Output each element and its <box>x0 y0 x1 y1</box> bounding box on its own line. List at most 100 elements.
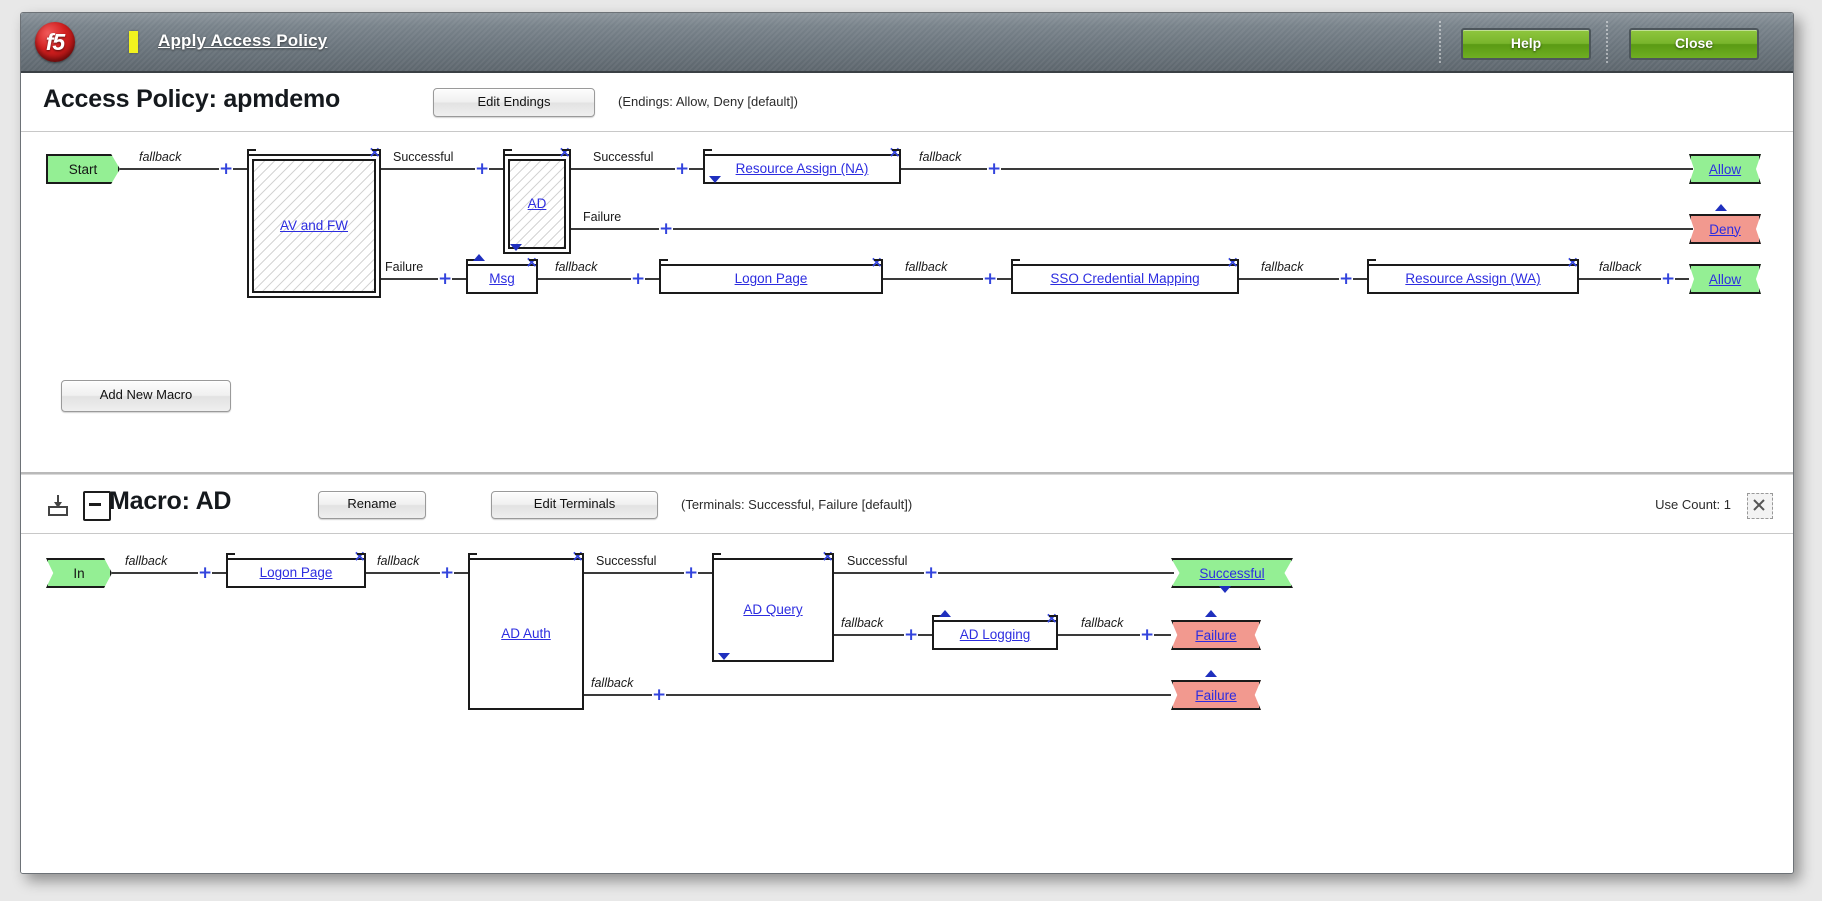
add-branch-plus[interactable]: + <box>652 685 667 705</box>
apply-access-policy-link[interactable]: Apply Access Policy <box>158 31 328 50</box>
add-branch-plus[interactable]: + <box>1661 269 1676 289</box>
close-icon[interactable]: × <box>353 547 366 565</box>
close-icon[interactable]: × <box>1566 253 1579 271</box>
add-branch-plus[interactable]: + <box>987 159 1002 179</box>
wire-sso-ranW <box>1239 278 1339 280</box>
node-label: Resource Assign (NA) <box>735 161 869 177</box>
close-icon[interactable]: × <box>1226 253 1239 271</box>
branch-label-fallback: fallback <box>1081 616 1124 630</box>
node-label: AD Auth <box>501 626 551 642</box>
start-node[interactable]: Start <box>46 154 120 184</box>
close-icon[interactable]: × <box>571 547 584 565</box>
endings-note: (Endings: Allow, Deny [default]) <box>618 94 798 109</box>
add-new-macro-button[interactable]: Add New Macro <box>61 380 231 412</box>
node-sso-credential-mapping[interactable]: × SSO Credential Mapping <box>1011 255 1239 294</box>
terminal-label: Failure <box>1195 687 1237 703</box>
wire-long-deny <box>673 228 1693 230</box>
wire-plus-msg <box>452 278 466 280</box>
export-macro-icon[interactable] <box>45 493 71 517</box>
close-icon[interactable]: × <box>525 253 538 271</box>
delete-macro-icon[interactable] <box>1747 493 1773 519</box>
ending-allow-2[interactable]: Allow <box>1689 264 1761 294</box>
ending-allow-1[interactable]: Allow <box>1689 154 1761 184</box>
wire-adauth-failure <box>584 694 652 696</box>
add-branch-plus[interactable]: + <box>438 269 453 289</box>
collapse-macro-icon[interactable] <box>83 491 111 521</box>
node-label: Msg <box>489 271 515 287</box>
branch-label-fallback: fallback <box>139 150 182 164</box>
node-resource-assign-na[interactable]: × Resource Assign (NA) <box>703 145 901 184</box>
wire-avfw-msg <box>381 278 438 280</box>
node-label: Logon Page <box>259 565 333 581</box>
wire-plus-adquery <box>698 572 712 574</box>
wire-logon-adauth <box>366 572 440 574</box>
yellow-accent-bar <box>129 31 138 53</box>
close-icon[interactable]: × <box>558 143 571 161</box>
add-branch-plus[interactable]: + <box>475 159 490 179</box>
edit-terminals-button[interactable]: Edit Terminals <box>491 491 658 519</box>
branch-label-fallback: fallback <box>125 554 168 568</box>
branch-label-failure: Failure <box>583 210 622 224</box>
macro-in-node[interactable]: In <box>46 558 112 588</box>
wire-ad-ranA <box>571 168 675 170</box>
node-ad-logging[interactable]: × AD Logging <box>932 611 1058 650</box>
edit-endings-button[interactable]: Edit Endings <box>433 88 595 117</box>
titlebar-divider-1 <box>1439 21 1441 63</box>
titlebar-divider-2 <box>1606 21 1608 63</box>
branch-label-fallback: fallback <box>919 150 962 164</box>
wire-adauth-adquery <box>584 572 684 574</box>
ending-deny[interactable]: Deny <box>1689 214 1761 244</box>
node-ad-auth[interactable]: × AD Auth <box>468 549 584 710</box>
close-icon[interactable]: × <box>870 253 883 271</box>
add-branch-plus[interactable]: + <box>1140 625 1155 645</box>
ending-label: Allow <box>1708 271 1742 287</box>
add-branch-plus[interactable]: + <box>631 269 646 289</box>
node-ad-query[interactable]: × AD Query <box>712 549 834 662</box>
wire-logon-sso <box>883 278 983 280</box>
add-branch-plus[interactable]: + <box>983 269 998 289</box>
node-resource-assign-wa[interactable]: × Resource Assign (WA) <box>1367 255 1579 294</box>
add-branch-plus[interactable]: + <box>219 159 234 179</box>
terminal-failure-2[interactable]: Failure <box>1171 680 1261 710</box>
wire-plus-adauth <box>454 572 468 574</box>
branch-label-failure: Failure <box>385 260 424 274</box>
close-icon[interactable]: × <box>888 143 901 161</box>
wire-avfw-ad <box>381 168 475 170</box>
add-branch-plus[interactable]: + <box>675 159 690 179</box>
node-av-and-fw[interactable]: × AV and FW <box>247 145 381 298</box>
add-branch-plus[interactable]: + <box>440 563 455 583</box>
node-msg[interactable]: × Msg <box>466 255 538 294</box>
terminal-successful[interactable]: Successful <box>1171 558 1293 588</box>
expand-marker-icon[interactable] <box>939 610 951 617</box>
terminal-label: Successful <box>1199 565 1265 581</box>
expand-marker-icon[interactable] <box>1715 204 1727 211</box>
add-branch-plus[interactable]: + <box>684 563 699 583</box>
add-branch-plus[interactable]: + <box>924 563 939 583</box>
terminal-failure-1[interactable]: Failure <box>1171 620 1261 650</box>
close-icon[interactable]: × <box>1045 609 1058 627</box>
expand-marker-icon[interactable] <box>1205 670 1217 677</box>
expand-marker-icon[interactable] <box>1205 610 1217 617</box>
add-branch-plus[interactable]: + <box>904 625 919 645</box>
wire-long-successful <box>938 572 1174 574</box>
help-button[interactable]: Help <box>1461 28 1591 60</box>
close-icon[interactable]: × <box>368 143 381 161</box>
rename-button[interactable]: Rename <box>318 491 426 519</box>
add-branch-plus[interactable]: + <box>198 563 213 583</box>
node-label: AD Query <box>743 602 803 618</box>
expand-marker-icon[interactable] <box>473 254 485 261</box>
wire-plus-ranA <box>689 168 703 170</box>
node-macro-logon-page[interactable]: × Logon Page <box>226 549 366 588</box>
wire-plus-avfw <box>233 168 247 170</box>
branch-label-fallback: fallback <box>555 260 598 274</box>
add-branch-plus[interactable]: + <box>659 219 674 239</box>
add-branch-plus[interactable]: + <box>1339 269 1354 289</box>
close-icon[interactable]: × <box>821 547 834 565</box>
close-button[interactable]: Close <box>1629 28 1759 60</box>
node-logon-page[interactable]: × Logon Page <box>659 255 883 294</box>
node-label: AV and FW <box>279 218 349 234</box>
wire-long-allow <box>1001 168 1693 170</box>
node-ad-macro[interactable]: × AD <box>503 145 571 254</box>
node-label: AD Logging <box>959 627 1031 643</box>
in-label: In <box>73 565 85 581</box>
